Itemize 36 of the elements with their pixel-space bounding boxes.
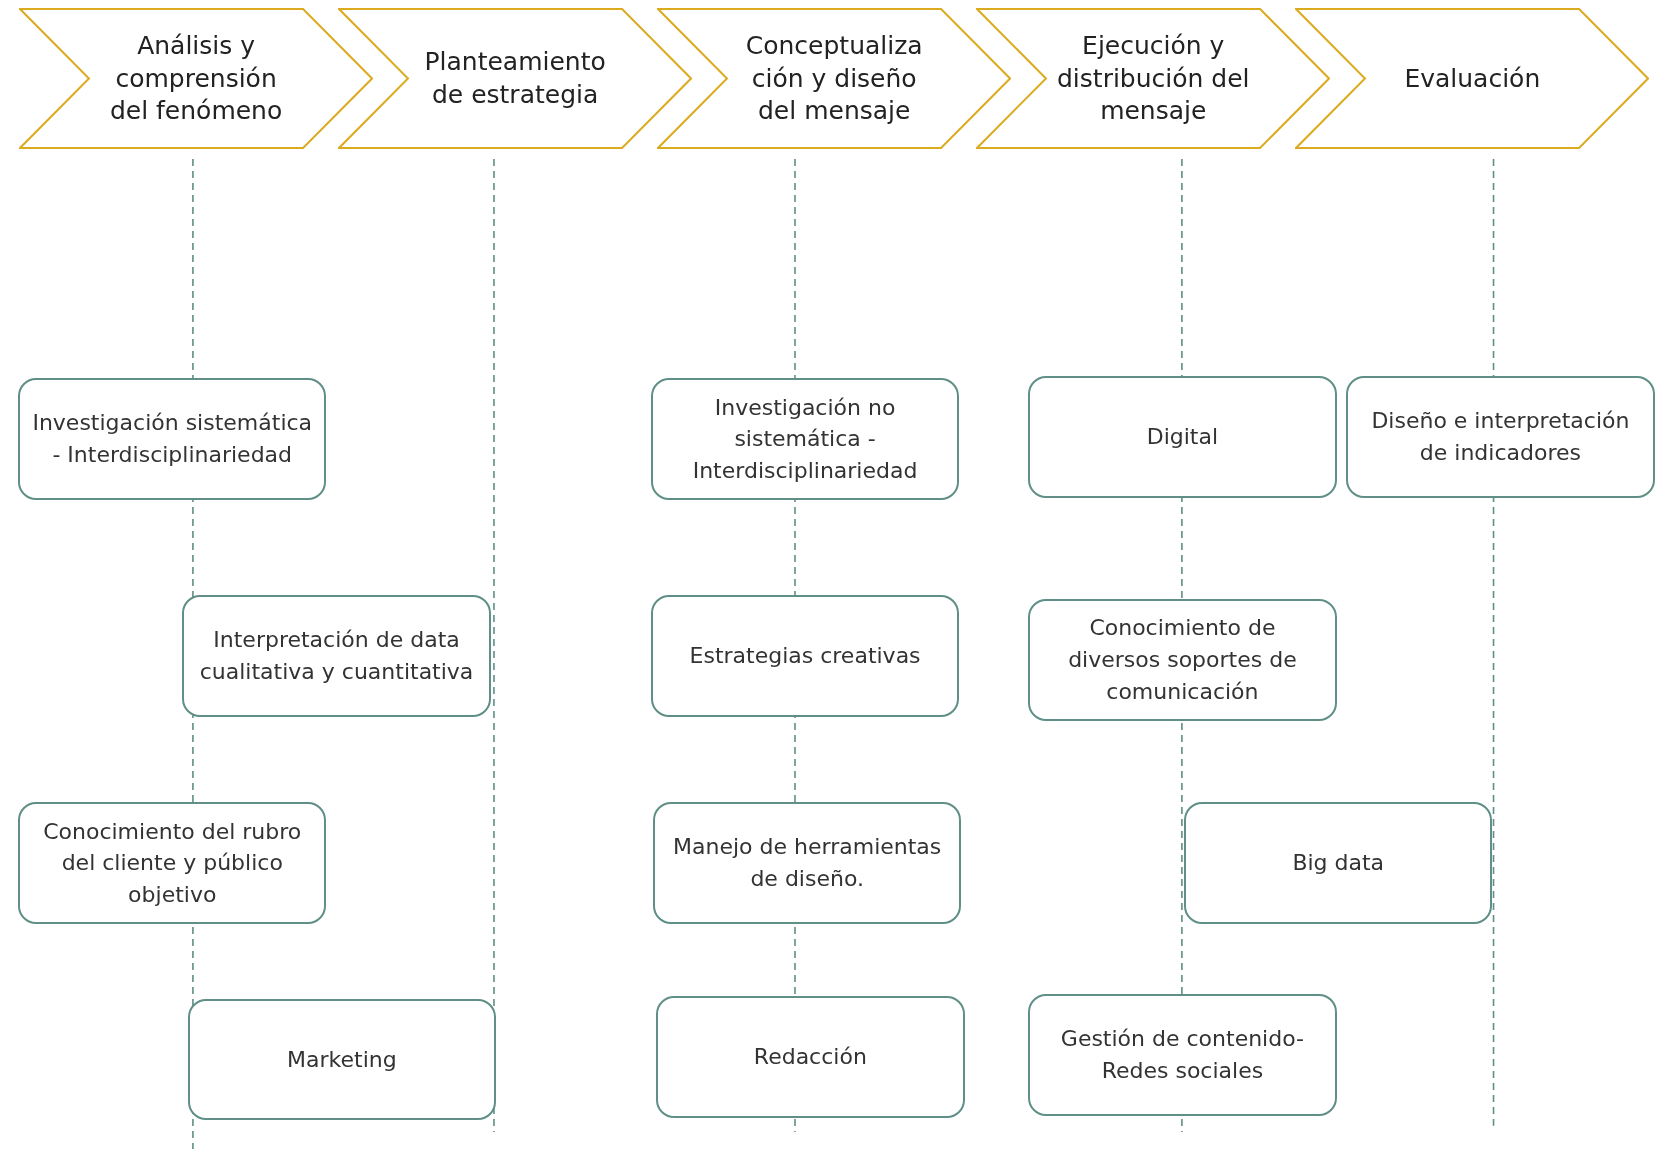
box-text: Investigación no sistemática - Interdisciplinariedad xyxy=(691,393,919,486)
step-title: Ejecución y distribución del mensaje xyxy=(1056,30,1251,128)
skill-box xyxy=(182,594,491,717)
box-text: Redacción xyxy=(753,1043,867,1072)
chevron-step xyxy=(1295,8,1650,150)
skill-box xyxy=(652,802,962,925)
box-text: Investigación sistemática - Interdisciplinariedad xyxy=(32,409,313,470)
skill-box xyxy=(1346,376,1655,499)
box-text: Conocimiento del rubro del cliente y público objetivo xyxy=(42,817,303,910)
step-title: Conceptualiza ción y diseño del mensaje xyxy=(744,30,924,128)
skill-box xyxy=(656,996,965,1119)
skill-box xyxy=(650,594,960,717)
box-text: Estrategias creativas xyxy=(689,641,921,670)
chevron-step xyxy=(657,8,1012,150)
chevron-step xyxy=(338,8,693,150)
skill-box xyxy=(1028,598,1337,721)
box-text: Interpretación de data cualitativa y cuantitativa xyxy=(198,625,475,686)
box-text: Gestión de contenido- Redes sociales xyxy=(1059,1025,1305,1086)
skill-box xyxy=(18,802,327,925)
box-text: Digital xyxy=(1146,423,1219,452)
skill-box xyxy=(1028,994,1337,1117)
box-text: Big data xyxy=(1292,849,1385,878)
skill-box xyxy=(650,378,960,501)
skill-box xyxy=(1184,802,1493,925)
skill-box xyxy=(1028,376,1337,499)
chevron-step xyxy=(19,8,374,150)
skill-box xyxy=(18,378,327,501)
box-text: Conocimiento de diversos soportes de comunicación xyxy=(1067,614,1298,706)
step-title: Análisis y comprensión del fenómeno xyxy=(108,30,284,128)
box-text: Marketing xyxy=(287,1045,397,1074)
step-title: Evaluación xyxy=(1403,62,1542,95)
chevron-step xyxy=(976,8,1331,150)
skill-box xyxy=(187,998,497,1121)
box-text: Manejo de herramientas de diseño. xyxy=(672,833,943,894)
box-text: Diseño e interpretación de indicadores xyxy=(1370,407,1631,468)
step-title: Planteamiento de estrategia xyxy=(423,46,607,111)
